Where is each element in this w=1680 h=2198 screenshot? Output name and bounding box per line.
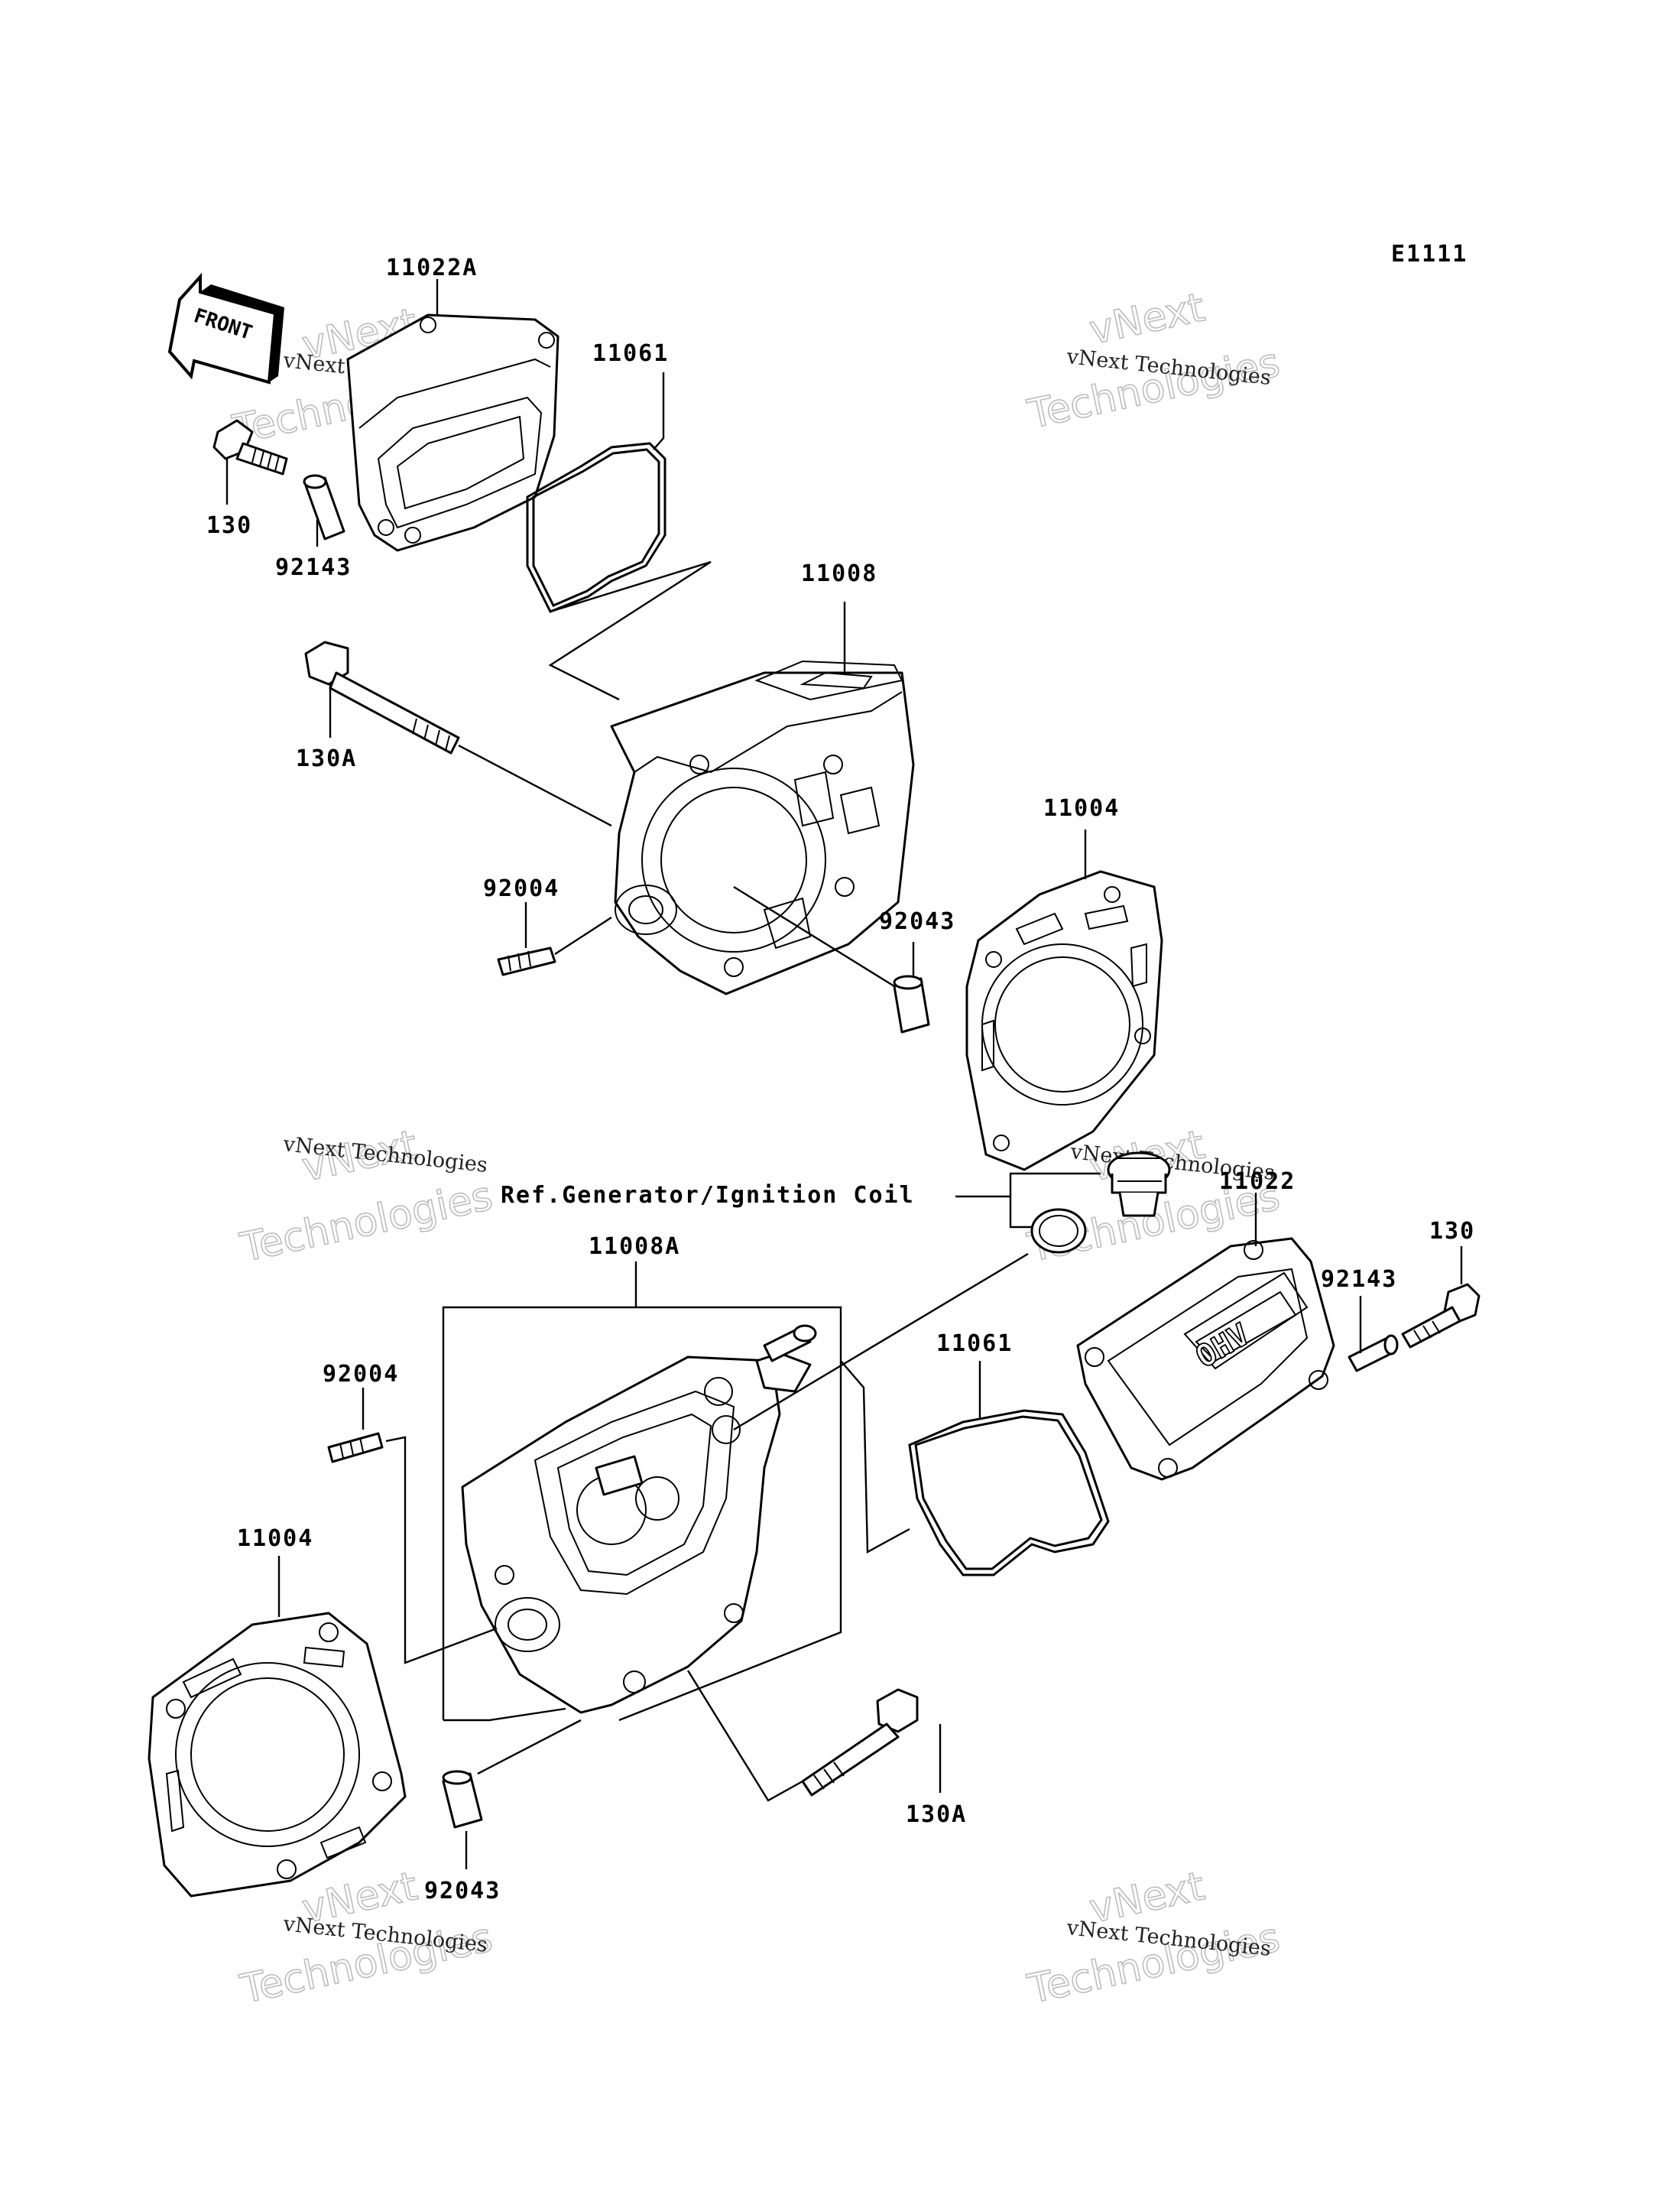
- label-11061-rear: 11061: [936, 1330, 1013, 1357]
- seal-ring: [1030, 1208, 1087, 1254]
- label-130A-top: 130A: [296, 745, 357, 772]
- dowel-92043-top: [893, 975, 930, 1034]
- dowel-rear-top: [763, 1324, 817, 1362]
- collar-92143-rear: [1348, 1334, 1399, 1372]
- label-92043-rear: 92043: [424, 1878, 501, 1904]
- bolt-130-rear: [1401, 1283, 1481, 1349]
- label-92143-top: 92143: [275, 554, 352, 581]
- figure-code: E1111: [1391, 241, 1468, 268]
- label-11004-top: 11004: [1043, 795, 1120, 822]
- collar-92143-top: [303, 474, 345, 541]
- label-92004-rear: 92004: [323, 1361, 399, 1388]
- dowel-92043-rear: [442, 1770, 483, 1829]
- watermark-mid-left: vNext Technologies vNext Technologies: [235, 1122, 497, 1272]
- svg-text:Technologies: Technologies: [236, 1174, 496, 1271]
- head-bolt-130A-rear: [801, 1688, 919, 1797]
- label-11008: 11008: [801, 560, 877, 587]
- head-cover-rear: OHV: [1076, 1237, 1335, 1481]
- cover-gasket-rear: [908, 1409, 1110, 1576]
- watermark-bottom-right: vNext Technologies vNext Technologies: [1023, 1863, 1284, 2014]
- head-bolt-130A-top: [304, 641, 460, 755]
- stud-92004-top: [497, 946, 556, 976]
- head-gasket-rear: [148, 1612, 407, 1898]
- cover-gasket-front: [526, 442, 666, 613]
- label-11008A: 11008A: [589, 1233, 680, 1260]
- oil-filler-plug: [1107, 1151, 1171, 1217]
- ref-note: Ref.Generator/Ignition Coil: [501, 1182, 915, 1209]
- front-arrow-icon: FRONT: [167, 272, 284, 385]
- head-cover-front: [346, 313, 559, 552]
- label-11004-rear: 11004: [237, 1525, 313, 1552]
- cylinder-head-front: [610, 660, 915, 995]
- label-11022-rear: 11022: [1219, 1168, 1296, 1195]
- label-92043-top: 92043: [879, 908, 955, 935]
- label-11061-top: 11061: [592, 340, 669, 367]
- label-130-top: 130: [206, 512, 252, 539]
- label-92143-rear: 92143: [1321, 1266, 1397, 1293]
- label-11022A: 11022A: [386, 255, 478, 281]
- label-130-rear: 130: [1429, 1218, 1475, 1245]
- svg-text:vNext: vNext: [1085, 284, 1208, 353]
- label-92004-top: 92004: [483, 875, 559, 902]
- label-130A-rear: 130A: [906, 1801, 967, 1828]
- watermark-top-right: vNext Technologies vNext Technologies: [1023, 284, 1284, 439]
- stud-92004-rear: [327, 1432, 384, 1463]
- cylinder-head-rear: [461, 1352, 812, 1714]
- head-gasket-front: [965, 870, 1163, 1171]
- bolt-130-top: [212, 419, 288, 476]
